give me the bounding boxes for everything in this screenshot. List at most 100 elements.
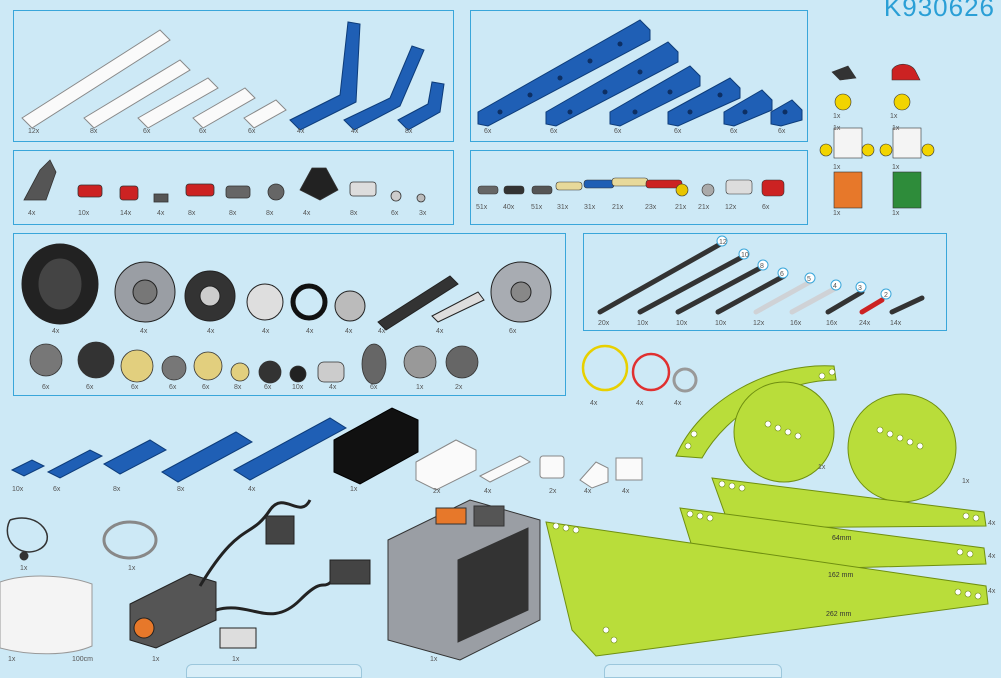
part-count-label: 3: [858, 285, 862, 292]
part-count-label: 20x: [598, 320, 610, 327]
part-count-label: 1x: [152, 656, 160, 663]
part-count-label: 6x: [730, 128, 738, 135]
part-count-label: 4x: [297, 128, 305, 135]
part-count-label: 4x: [378, 328, 386, 335]
part-count-label: 1x: [892, 125, 900, 132]
part-count-label: 4x: [988, 520, 996, 527]
axles: [597, 239, 925, 315]
part-count-label: 8x: [405, 128, 413, 135]
part-count-label: 6x: [42, 384, 50, 391]
part-count-label: 4x: [303, 210, 311, 217]
part-count-label: 5: [807, 276, 811, 283]
frame-technic-bricks: [470, 10, 808, 142]
part-count-label: 8x: [229, 210, 237, 217]
lime-plates: [545, 365, 989, 657]
part-count-label: 6x: [202, 384, 210, 391]
part-count-label: 21x: [698, 204, 710, 211]
set-number-title: K930626: [883, 0, 995, 22]
part-count-label: 6x: [370, 384, 378, 391]
lime-plate-holes: [552, 368, 982, 644]
part-count-label: 6x: [86, 384, 94, 391]
part-count-label: 21x: [612, 204, 624, 211]
frame-white-blue-beams: [13, 10, 454, 142]
part-count-label: 12: [719, 239, 727, 246]
part-count-label: 31x: [584, 204, 596, 211]
connector-parts: [23, 159, 426, 203]
white-beams: [21, 29, 287, 129]
part-count-label: 21x: [675, 204, 687, 211]
part-count-label: 1x: [430, 656, 438, 663]
part-count-label: 100cm: [72, 656, 94, 663]
minifigures: [819, 63, 935, 209]
part-count-label: 6x: [199, 128, 207, 135]
part-count-label: 4x: [590, 400, 598, 407]
part-count-label: 4x: [436, 328, 444, 335]
part-count-label: 6x: [484, 128, 492, 135]
part-count-label: 1x: [818, 464, 826, 471]
wheels: [21, 243, 552, 331]
part-count-label: 8x: [113, 486, 121, 493]
part-count-label: 8: [760, 263, 764, 270]
part-count-label: 6x: [550, 128, 558, 135]
part-count-label: 4x: [345, 328, 353, 335]
rubber-bands: [581, 344, 698, 393]
part-count-label: 8x: [266, 210, 274, 217]
part-count-label: 1x: [232, 656, 240, 663]
frame-pins: [470, 150, 808, 225]
part-count-label: 51x: [476, 204, 488, 211]
part-count-label: 4x: [28, 210, 36, 217]
part-count-label: 4x: [157, 210, 165, 217]
part-count-label: 4x: [988, 553, 996, 560]
part-count-label: 4x: [674, 400, 682, 407]
part-count-label: 23x: [645, 204, 657, 211]
part-count-label: 6x: [131, 384, 139, 391]
part-count-label: 6x: [264, 384, 272, 391]
part-count-label: 4x: [140, 328, 148, 335]
part-count-label: 4x: [248, 486, 256, 493]
part-count-label: 10x: [12, 486, 24, 493]
frame-axles: [583, 233, 947, 331]
white-bricks: [415, 439, 643, 491]
part-count-label: 1x: [833, 125, 841, 132]
part-count-label: 4x: [351, 128, 359, 135]
part-count-label: 4x: [306, 328, 314, 335]
part-count-label: 12x: [28, 128, 40, 135]
part-count-label: 4x: [484, 488, 492, 495]
part-count-label: 1x: [833, 164, 841, 171]
part-count-label: 4x: [207, 328, 215, 335]
part-count-label: 1x: [892, 164, 900, 171]
plate-size-label: 162 mm: [828, 572, 854, 579]
part-count-label: 1x: [892, 210, 900, 217]
part-count-label: 8x: [350, 210, 358, 217]
part-count-label: 16x: [826, 320, 838, 327]
frame-connectors: [13, 150, 454, 225]
gears: [29, 341, 479, 385]
part-count-label: 12x: [725, 204, 737, 211]
part-count-label: 10x: [78, 210, 90, 217]
part-count-label: 10x: [292, 384, 304, 391]
part-count-label: 10: [741, 252, 749, 259]
part-count-label: 10x: [637, 320, 649, 327]
part-count-label: 14x: [120, 210, 132, 217]
part-count-label: 8x: [177, 486, 185, 493]
axle-size-markers: [716, 235, 892, 300]
part-count-label: 6x: [674, 128, 682, 135]
part-count-label: 4: [833, 283, 837, 290]
black-brick: [333, 407, 419, 485]
part-count-label: 24x: [859, 320, 871, 327]
brick-holes: [497, 41, 788, 115]
plate-size-label: 64mm: [832, 535, 852, 542]
page-tab-left: [186, 664, 362, 678]
part-count-label: 3x: [419, 210, 427, 217]
part-count-label: 6x: [509, 328, 517, 335]
part-count-label: 40x: [503, 204, 515, 211]
part-count-label: 10x: [715, 320, 727, 327]
part-count-label: 4x: [584, 488, 592, 495]
part-count-label: 10x: [676, 320, 688, 327]
part-count-label: 2x: [455, 384, 463, 391]
part-count-label: 1x: [833, 113, 841, 120]
part-count-label: 2: [884, 292, 888, 299]
part-count-label: 8x: [90, 128, 98, 135]
part-count-label: 6x: [762, 204, 770, 211]
